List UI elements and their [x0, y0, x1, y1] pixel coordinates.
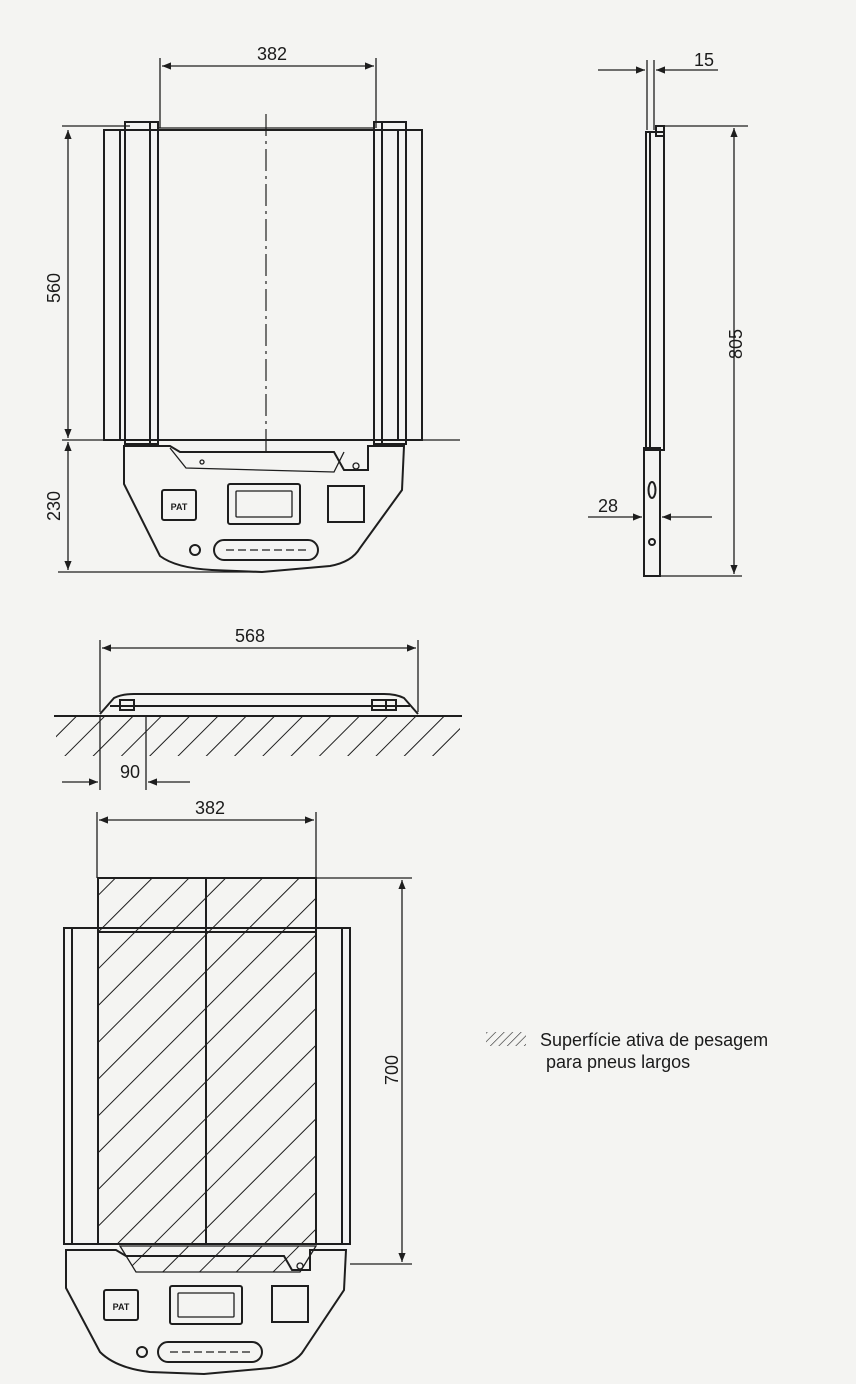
- top-view-width-dimension: 382: [159, 44, 377, 128]
- top-view-length-label: 560: [44, 273, 64, 303]
- front-view-width-label: 568: [235, 626, 265, 646]
- top-view: 382 PAT: [44, 44, 460, 574]
- top-view-display-head: PAT: [123, 445, 406, 574]
- pat-button: [161, 489, 197, 521]
- active-area-view: 382 700 PAT: [63, 798, 412, 1376]
- side-view-thickness-label: 15: [694, 50, 714, 70]
- ground-hatch: [54, 715, 462, 756]
- active-area-platform: [63, 877, 412, 1265]
- top-view-head-label: 230: [44, 491, 64, 521]
- front-view-profile: [99, 693, 419, 715]
- front-view-recess-label: 90: [120, 762, 140, 782]
- display-window: [227, 483, 301, 525]
- side-view-length-label: 805: [726, 329, 746, 359]
- display-window-2: [169, 1285, 243, 1325]
- side-view-length-dimension: 805: [726, 128, 746, 574]
- side-view: 15 805 28: [588, 50, 748, 577]
- pat-button-2: [103, 1289, 139, 1321]
- square-key: [327, 485, 365, 523]
- top-view-platform: [62, 114, 460, 452]
- front-view-recess-dimension: 90: [62, 716, 190, 790]
- legend-line-2: para pneus largos: [546, 1052, 690, 1072]
- side-view-head-label: 28: [598, 496, 618, 516]
- side-view-profile: [643, 125, 748, 577]
- indicator-light-2: [136, 1346, 148, 1358]
- side-view-thickness-dimension: 15: [598, 50, 718, 130]
- top-view-width-label: 382: [257, 44, 287, 64]
- active-area-width-dimension: 382: [96, 798, 317, 878]
- active-area-length-dimension: 700: [382, 880, 406, 1262]
- square-key-2: [271, 1285, 309, 1323]
- handle-slot-2: [157, 1341, 263, 1363]
- front-view: 568 90: [54, 626, 462, 790]
- legend: Superfície ativa de pesagem para pneus l…: [486, 1030, 768, 1072]
- active-area-length-label: 700: [382, 1055, 402, 1085]
- legend-hatch-swatch: [486, 1032, 526, 1046]
- top-view-length-dimensions: 560 230: [44, 130, 262, 573]
- indicator-light: [189, 544, 201, 556]
- handle-slot: [213, 539, 319, 561]
- active-area-display-head: PAT: [65, 1245, 348, 1376]
- pat-button-2-label: PAT: [113, 1302, 130, 1312]
- pat-button-label: PAT: [171, 502, 188, 512]
- active-area-width-label: 382: [195, 798, 225, 818]
- legend-line-1: Superfície ativa de pesagem: [540, 1030, 768, 1050]
- side-view-head-dimension: 28: [588, 496, 712, 521]
- front-view-width-dimension: 568: [99, 626, 419, 712]
